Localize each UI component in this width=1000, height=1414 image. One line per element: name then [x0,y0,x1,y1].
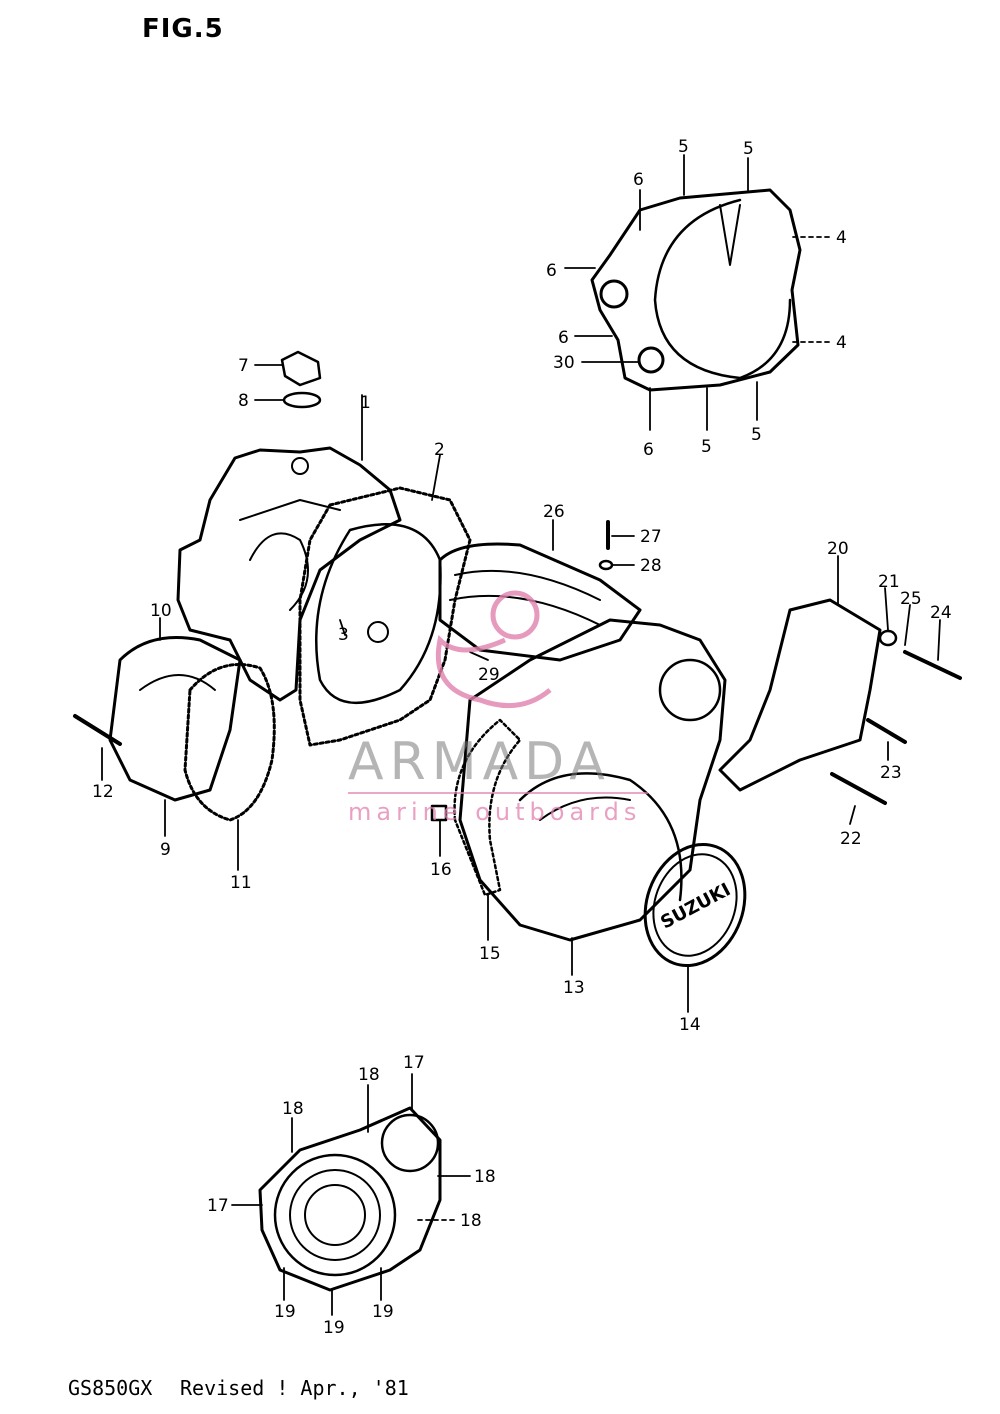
part-label-8: 8 [238,391,249,411]
part-label-6: 6 [633,170,644,190]
part-label-1: 1 [360,393,371,413]
generator-cover-part [590,188,802,392]
part-label-7: 7 [238,356,249,376]
part-label-5: 5 [678,137,689,157]
main-cover-part [458,618,727,942]
part-label-16: 16 [430,860,452,880]
right-side-cover-part [718,598,882,792]
sprocket-cover-part [258,1106,442,1292]
part-label-18: 18 [460,1211,482,1231]
cover-logo-text: SUZUKI [657,879,734,933]
part-label-21: 21 [878,572,900,592]
part-label-6: 6 [643,440,654,460]
part-label-9: 9 [160,840,171,860]
part-label-4: 4 [836,333,847,353]
part-label-18: 18 [474,1167,496,1187]
part-label-24: 24 [930,603,952,623]
part-label-6: 6 [558,328,569,348]
part-label-3: 3 [338,625,349,645]
part-label-30: 30 [553,353,575,373]
part-label-15: 15 [479,944,501,964]
part-label-22: 22 [840,829,862,849]
leader-lines [101,154,941,1316]
logo-cover-plate-part [643,842,747,968]
watermark-brand: ARMADA [348,732,611,792]
part-label-4: 4 [836,228,847,248]
part-label-5: 5 [751,425,762,445]
part-label-14: 14 [679,1015,701,1035]
part-label-17: 17 [403,1053,425,1073]
watermark-tagline: marine outboards [348,798,642,826]
part-label-19: 19 [274,1302,296,1322]
part-label-20: 20 [827,539,849,559]
part-label-19: 19 [372,1302,394,1322]
part-label-18: 18 [282,1099,304,1119]
footer-revision-date: Revised ! Apr., '81 [180,1376,409,1400]
footer-model-code: GS850GX [68,1376,153,1400]
hardware-parts [73,350,962,822]
watermark-logo-icon [435,590,552,709]
part-label-18: 18 [358,1065,380,1085]
part-label-12: 12 [92,782,114,802]
watermark-divider [348,792,648,794]
part-label-26: 26 [543,502,565,522]
part-number-labels: 1 2 3 4 4 5 5 5 5 6 6 6 6 7 8 9 10 11 12… [92,137,952,1338]
crankcase-part [176,446,402,702]
part-label-10: 10 [150,601,172,621]
figure-title: FIG.5 [142,14,224,44]
part-label-5: 5 [743,139,754,159]
left-small-cover-part [108,636,242,802]
part-label-6: 6 [546,261,557,281]
part-label-23: 23 [880,763,902,783]
part-label-28: 28 [640,556,662,576]
part-label-2: 2 [434,440,445,460]
starter-cover-part [438,542,642,662]
part-label-5: 5 [701,437,712,457]
part-label-25: 25 [900,589,922,609]
part-label-17: 17 [207,1196,229,1216]
part-label-27: 27 [640,527,662,547]
part-label-13: 13 [563,978,585,998]
main-cover-gasket-part [453,718,522,897]
part-label-11: 11 [230,873,252,893]
left-gasket-part [183,663,276,822]
part-label-19: 19 [323,1318,345,1338]
cover-gasket-part [298,486,472,747]
part-label-29: 29 [478,665,500,685]
